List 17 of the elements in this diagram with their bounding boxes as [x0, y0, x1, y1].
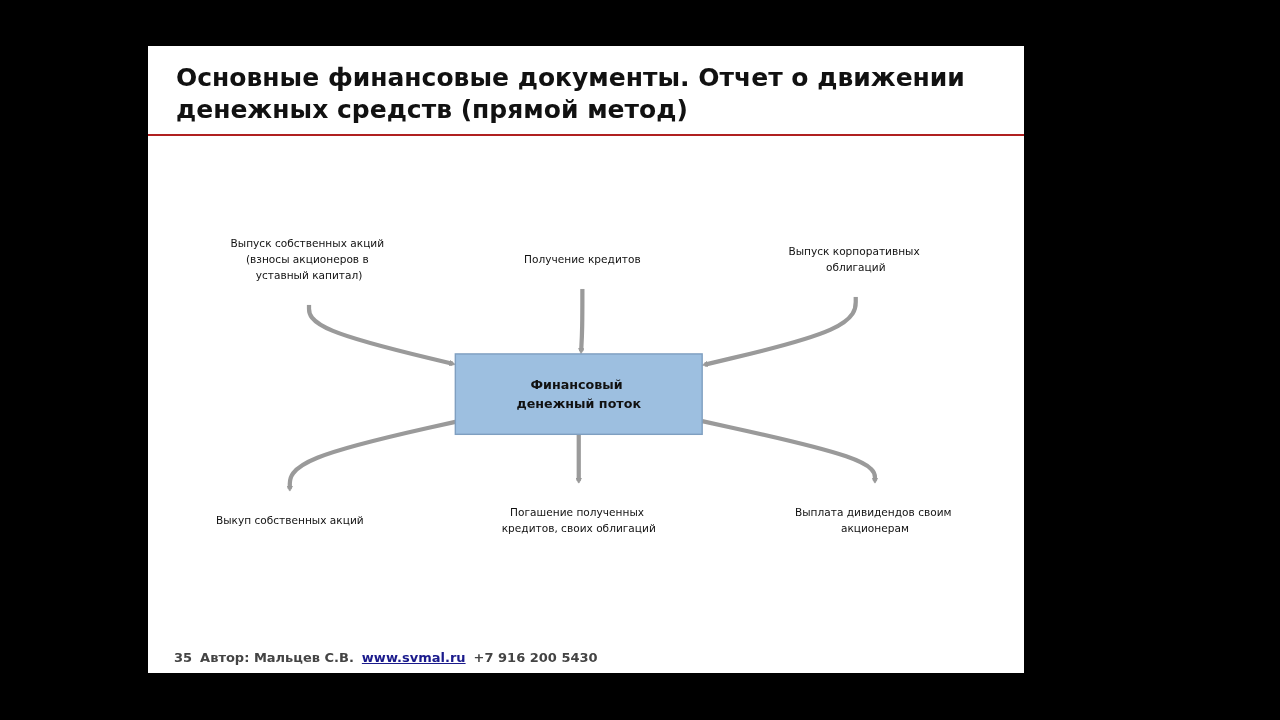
node-text: Выплата дивидендов своим акционерам: [794, 506, 952, 535]
node-text: Получение кредитов: [524, 252, 641, 266]
node-box: [454, 353, 703, 435]
arrow: [286, 419, 456, 492]
arrow: [575, 434, 582, 484]
slide-title: Основные финансовые документы. Отчет о движении денежных средств (прямой метод): [176, 62, 966, 126]
arrow: [306, 304, 456, 366]
footer-text: +7 916 200 5430: [473, 650, 598, 665]
node-text: Выкуп собственных акций: [215, 514, 364, 527]
footer-text: Автор: Мальцев С.В.: [200, 650, 354, 665]
node-text: Выпуск корпоративных облигаций: [788, 244, 920, 274]
page-number: 35: [174, 650, 193, 665]
website-link: www.svmal.ru: [361, 650, 466, 665]
arrow: [578, 288, 585, 354]
node-text: Выпуск собственных акций (взносы акционеров в уставный капитал): [230, 237, 385, 282]
slide-background: Основные финансовые документы. Отчет о движении денежных средств (прямой метод) Выпуск собственных акций (взносы акционеров в уставный капитал) Получение кредитов Выпуск корпоративных облигаций Финансовый денежный поток Выкуп собственных акций Погашение полученных кредитов, своих облигаций Выплата дивидендов своим акционерам 35 Автор: Мальцев С.В. www.svmal.ru +7 916 200 5430: [148, 46, 1024, 673]
node-text: Погашение полученных кредитов, своих облигаций: [501, 506, 656, 535]
